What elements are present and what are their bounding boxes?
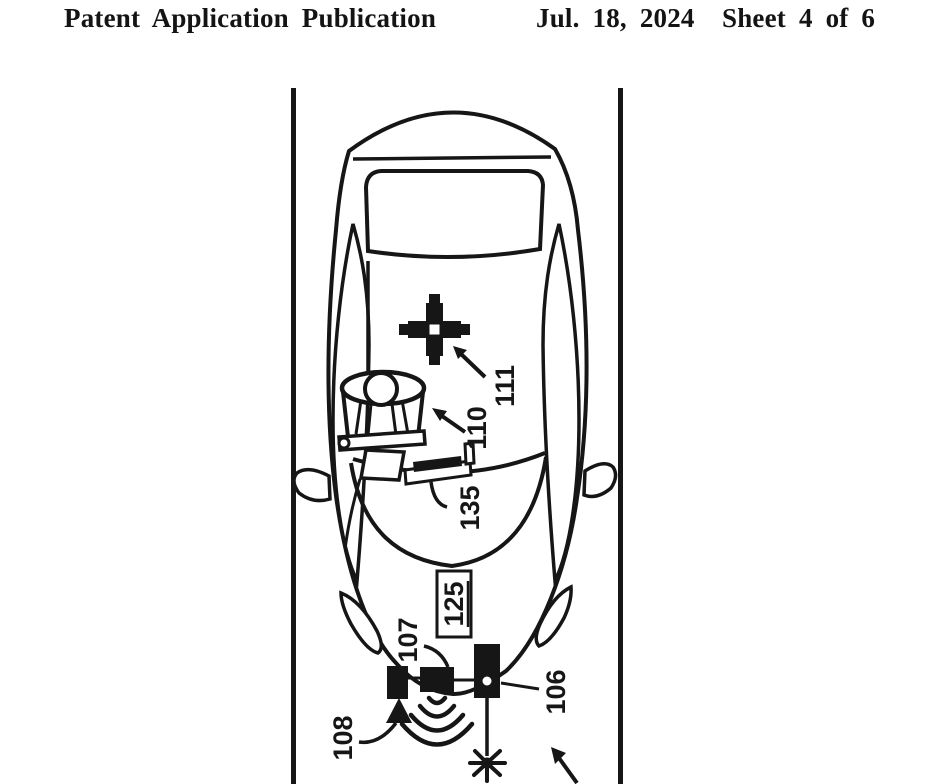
- occupant-head: [363, 371, 399, 407]
- dashboard-bracket: [463, 441, 476, 466]
- label-125: 125: [439, 581, 469, 626]
- child-seat-icon: [337, 369, 427, 550]
- side-trim-right: [541, 223, 581, 588]
- arrow-shaft: [440, 414, 467, 434]
- leader-arrow-111: [453, 346, 487, 379]
- headlight-left: [339, 590, 383, 655]
- interior-sensor-cross-icon: [399, 294, 470, 365]
- control-unit-box: 125: [435, 569, 473, 639]
- control-unit-label: 125: [439, 581, 470, 627]
- header-sheet-number: Sheet 4 of 6: [722, 3, 876, 33]
- label-108: 108: [328, 715, 358, 760]
- label-106: 106: [541, 669, 571, 714]
- leader-curve-108: [358, 721, 398, 745]
- side-mirror-right: [582, 462, 618, 499]
- ultrasonic-waves-icon: [399, 695, 475, 747]
- front-corner-sensor-108: [387, 666, 408, 699]
- camera-beam-star-icon: [468, 698, 507, 783]
- leader-curve-135: [429, 481, 448, 509]
- arrowhead: [551, 747, 566, 764]
- hood-front-edge: [349, 456, 548, 569]
- dashboard-module-icon: [403, 441, 476, 486]
- wave-arc: [417, 703, 457, 719]
- label-111: 111: [490, 365, 520, 407]
- wave-arc: [399, 721, 475, 747]
- header-date: Jul. 18, 2024: [536, 3, 695, 33]
- seat-shell-left: [341, 391, 350, 438]
- headlight-right: [534, 584, 573, 649]
- cross-cap-right: [460, 324, 470, 335]
- roof-rear-edge-line: [352, 155, 552, 161]
- car-body-outline: [326, 110, 589, 697]
- cross-cap-top: [429, 294, 440, 304]
- dashboard-display-bar: [413, 456, 462, 472]
- leader-curve-107: [423, 644, 450, 668]
- wave-arc: [408, 712, 466, 733]
- camera-housing: [474, 644, 500, 698]
- front-camera-106: [474, 644, 500, 698]
- leader-arrowhead-108: [386, 698, 412, 723]
- label-110: 110: [462, 406, 492, 450]
- seat-strap: [354, 399, 363, 435]
- seat-strap: [400, 399, 410, 435]
- arrow-shaft: [557, 756, 579, 784]
- cross-center-window: [429, 324, 440, 335]
- seat-strap: [366, 403, 373, 436]
- wave-arc: [426, 695, 448, 706]
- side-mirror-left: [292, 467, 332, 503]
- seat-base: [358, 448, 407, 482]
- seat-crossbar-pivot: [337, 436, 351, 450]
- page-header: Patent Application Publication Jul. 18, …: [0, 0, 940, 40]
- arrow-shaft: [459, 352, 487, 379]
- leader-line-106: [500, 681, 540, 691]
- lane-line-right: [618, 88, 623, 784]
- cross-cap-left: [399, 324, 409, 335]
- header-publication-title: Patent Application Publication: [64, 3, 437, 33]
- front-center-sensor-107: [420, 667, 454, 692]
- seat-belt-line: [343, 478, 362, 550]
- star-rays: [468, 749, 507, 783]
- leader-arrow-110: [432, 408, 467, 434]
- lane-line-left: [291, 88, 296, 784]
- arrowhead: [432, 408, 447, 421]
- camera-lens-dot: [482, 676, 492, 686]
- cross-cap-bottom: [429, 355, 440, 365]
- rear-window: [363, 169, 546, 259]
- label-135: 135: [455, 485, 485, 530]
- control-unit-frame: [435, 569, 473, 639]
- arrowhead: [453, 346, 467, 359]
- label-107: 107: [393, 617, 423, 662]
- seat-shell-right: [416, 391, 425, 438]
- bottom-right-arrow: [551, 747, 579, 784]
- seat-strap: [390, 403, 398, 436]
